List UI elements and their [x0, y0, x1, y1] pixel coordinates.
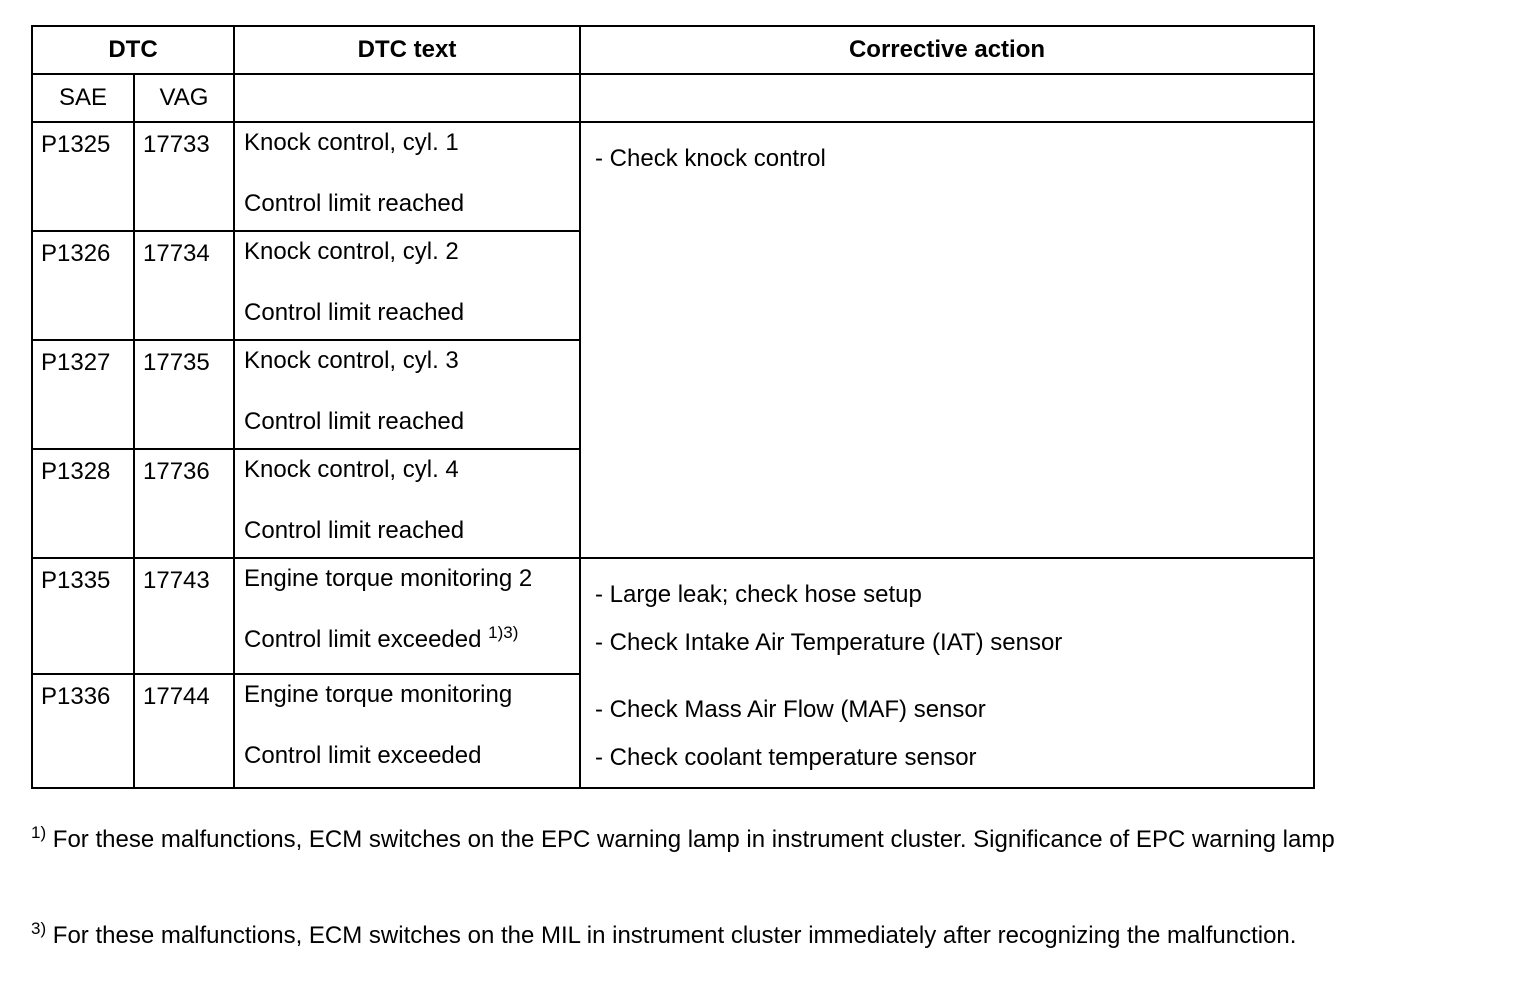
vag-code: 17735: [132, 339, 236, 450]
table-row: P1336 17744 Engine torque monitoring Con…: [31, 673, 1314, 789]
dtc-text: Engine torque monitoring Control limit e…: [233, 673, 582, 789]
dtc-text: Engine torque monitoring 2 Control limit…: [233, 557, 582, 675]
corrective-action-knock: - Check knock control: [579, 121, 1316, 559]
footnote-text: For these malfunctions, ECM switches on …: [46, 922, 1297, 949]
header-dtc-text: DTC text: [233, 25, 582, 75]
dtc-text-line2: Control limit reached: [244, 408, 465, 435]
vag-code: 17734: [132, 230, 236, 341]
header-row: DTC DTC text Corrective action: [30, 25, 1316, 75]
footnote-mark: 3): [31, 919, 47, 938]
dtc-text-line2: Control limit reached: [244, 190, 465, 217]
dtc-table: DTC DTC text Corrective action SAE VAG P…: [30, 25, 1316, 789]
dtc-text-line1: Knock control, cyl. 2: [244, 238, 459, 265]
sae-code: P1328: [31, 448, 135, 559]
dtc-text: Knock control, cyl. 3 Control limit reac…: [233, 339, 582, 450]
table-row: P1328 17736 Knock control, cyl. 4 Contro…: [31, 448, 1314, 559]
table-row: P1327 17735 Knock control, cyl. 3 Contro…: [31, 339, 1314, 450]
table-row: P1335 17743 Engine torque monitoring 2 C…: [31, 557, 1316, 789]
action-line: - Check knock control: [595, 145, 826, 172]
vag-code: 17743: [132, 557, 236, 675]
dtc-text-line1: Engine torque monitoring: [244, 681, 513, 708]
sae-code: P1327: [31, 339, 135, 450]
dtc-text-line2: Control limit reached: [244, 299, 465, 326]
subheader-empty-action: [579, 73, 1316, 123]
vag-code: 17744: [132, 673, 236, 789]
footnote-1: 1) For these malfunctions, ECM switches …: [31, 823, 1335, 854]
action-line: - Large leak; check hose setup: [595, 581, 922, 608]
vag-code: 17736: [132, 448, 236, 559]
table-row: P1326 17734 Knock control, cyl. 2 Contro…: [31, 230, 1314, 341]
dtc-text-line2: Control limit exceeded 1)3): [244, 624, 579, 653]
footnote-mark: 1): [31, 823, 47, 842]
dtc-text-line2: Control limit reached: [244, 517, 465, 544]
dtc-text-line1: Knock control, cyl. 1: [244, 129, 459, 156]
footnote-reference: 1)3): [488, 623, 519, 642]
action-list: - Large leak; check hose setup - Check I…: [595, 559, 1313, 770]
sae-code: P1326: [31, 230, 135, 341]
dtc-text-line2-value: Control limit exceeded: [244, 626, 482, 653]
sae-code: P1325: [31, 121, 135, 232]
dtc-text-line2: Control limit exceeded: [244, 742, 482, 769]
subheader-row: SAE VAG: [31, 73, 1316, 123]
footnote-3: 3) For these malfunctions, ECM switches …: [31, 919, 1297, 950]
action-line: - Check coolant temperature sensor: [595, 744, 977, 771]
dtc-text-line1: Engine torque monitoring 2: [244, 565, 533, 592]
sae-code: P1336: [31, 673, 135, 789]
sae-code: P1335: [31, 557, 135, 675]
dtc-text-line1: Knock control, cyl. 4: [244, 456, 459, 483]
dtc-text: Knock control, cyl. 2 Control limit reac…: [233, 230, 582, 341]
dtc-text: Knock control, cyl. 1 Control limit reac…: [233, 121, 582, 232]
footnote-text: For these malfunctions, ECM switches on …: [46, 826, 1335, 853]
header-dtc: DTC: [30, 25, 236, 75]
action-line: - Check Intake Air Temperature (IAT) sen…: [595, 629, 1063, 656]
dtc-text: Knock control, cyl. 4 Control limit reac…: [233, 448, 582, 559]
subheader-vag: VAG: [132, 73, 236, 123]
subheader-empty-text: [233, 73, 582, 123]
table-row: P1325 17733 Knock control, cyl. 1 Contro…: [31, 121, 1316, 559]
header-corrective-action: Corrective action: [579, 25, 1316, 75]
dtc-text-line1: Knock control, cyl. 3: [244, 347, 459, 374]
vag-code: 17733: [132, 121, 236, 232]
subheader-sae: SAE: [31, 73, 135, 123]
action-line: - Check Mass Air Flow (MAF) sensor: [595, 696, 986, 723]
corrective-action-torque: - Large leak; check hose setup - Check I…: [579, 557, 1316, 789]
